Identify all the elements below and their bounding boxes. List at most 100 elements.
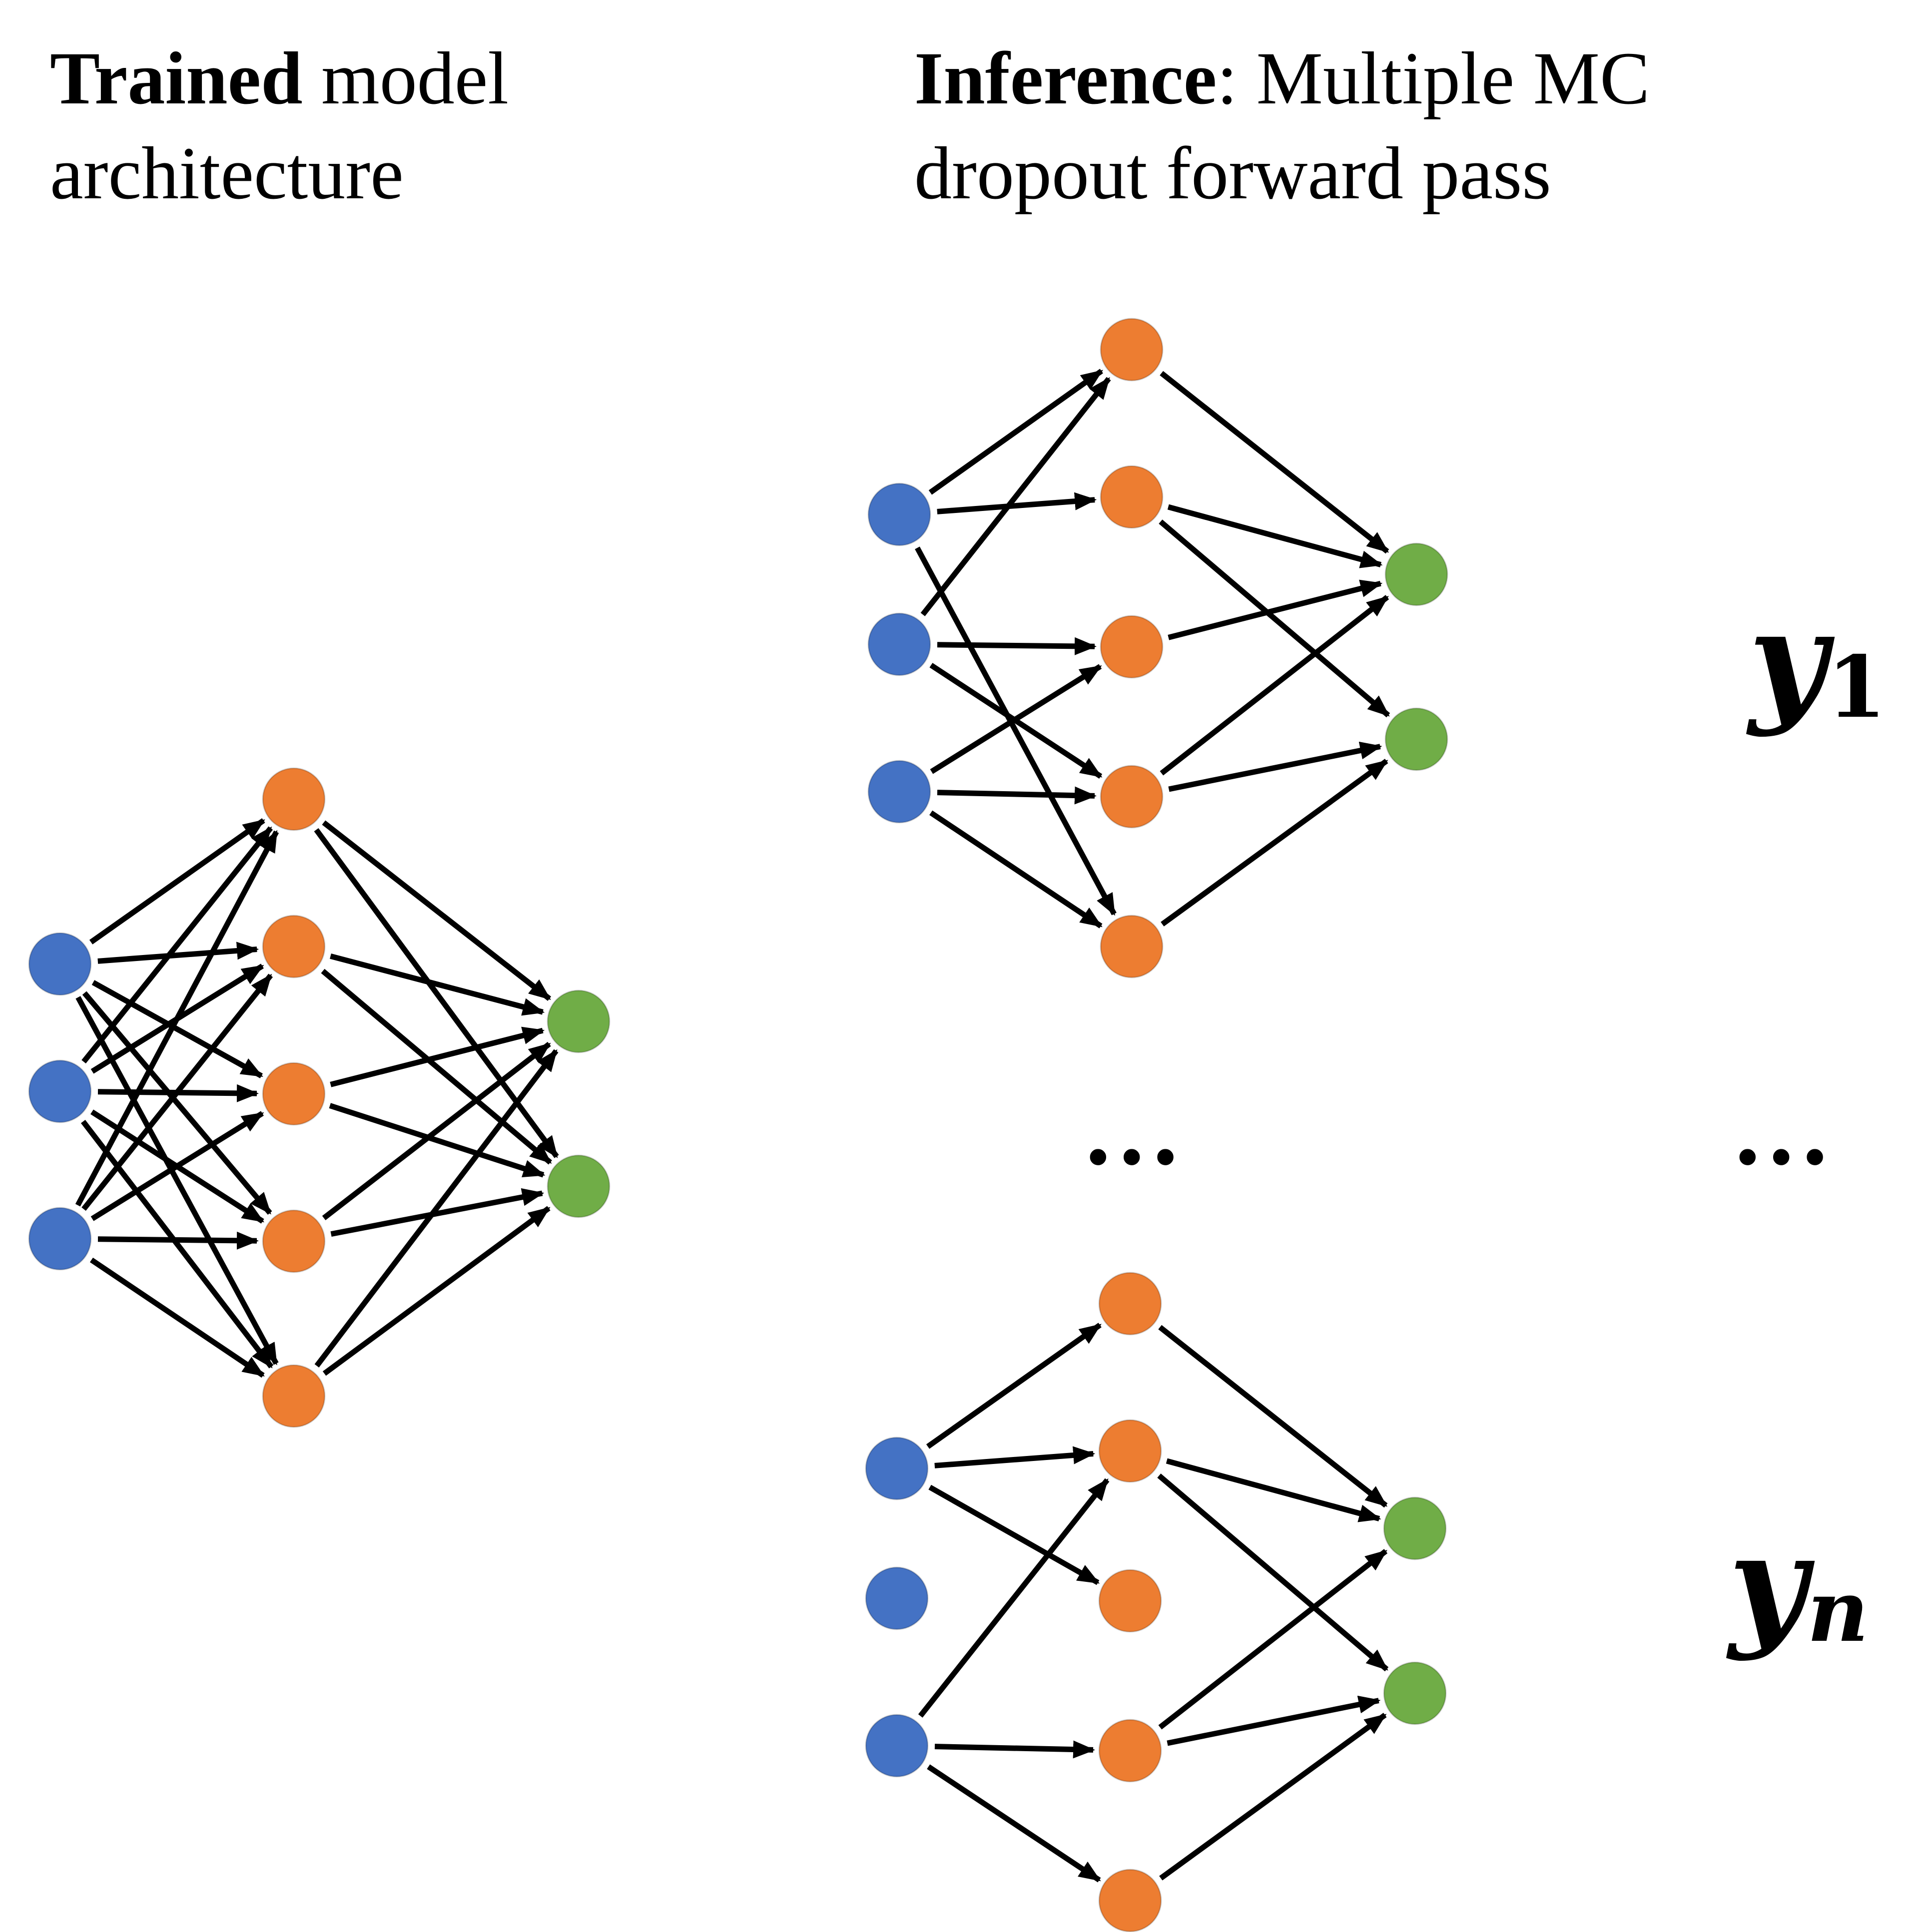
dropout-pass-first-nodes [867,318,1448,978]
trained-edge-input-hidden [75,830,279,1207]
trained-hidden-node [262,767,326,831]
output-yn-var: y [1725,1504,1815,1663]
pass1-edge-hidden-output [1161,759,1388,927]
pass1-edge-hidden-output [1168,579,1383,640]
trained-edge-input-hidden [97,1231,259,1250]
trained-edge-hidden-output [322,820,552,1001]
trained-edge-input-hidden [90,1111,264,1221]
trained-edge-input-hidden [89,1257,265,1378]
pass1-edge-input-hidden [937,637,1097,655]
trained-model-heading-rest: model [302,37,509,120]
inference-heading-line2: dropout forward pass [914,132,1551,215]
trained-hidden-node [262,1062,326,1126]
passn-edge-hidden-output [1158,1325,1388,1508]
passn-hidden-node [1098,1419,1162,1483]
trained-edge-hidden-output [329,1103,546,1178]
trained-model-heading-bold: Trained [50,37,303,120]
trained-edge-input-hidden [81,973,273,1211]
trained-edge-input-hidden [81,826,273,1064]
passn-edge-hidden-output [1159,1713,1387,1881]
pass1-edge-input-hidden [920,377,1111,616]
passn-hidden-node [1098,1719,1162,1783]
pass1-hidden-node [1100,615,1164,679]
passn-input-node [865,1566,929,1630]
passn-edge-hidden-output [1158,1549,1388,1730]
trained-output-node [547,1154,611,1218]
trained-input-node [28,932,92,996]
passn-output-node [1383,1496,1447,1560]
dropout-pass-first [867,318,1448,978]
trained-hidden-node [262,915,326,978]
trained-edge-input-hidden [80,1119,274,1369]
passn-input-node [865,1437,929,1500]
pass1-input-node [867,760,931,824]
pass1-edge-input-hidden [937,492,1097,514]
pass1-input-node [867,612,931,676]
pass1-edge-input-hidden [928,369,1103,495]
pass1-edge-hidden-output [1159,519,1390,718]
pass1-hidden-node [1100,318,1164,382]
trained-edge-hidden-output [322,1206,551,1376]
pass1-edge-input-hidden [937,786,1097,805]
trained-edge-hidden-output [330,1026,545,1087]
passn-input-node [865,1714,929,1778]
output-yn-sub: n [1807,1561,1869,1661]
trained-network-nodes [28,767,611,1428]
pass1-edge-input-hidden [930,664,1102,774]
trained-edge-hidden-output [330,953,545,1016]
output-yn-label: yn [1725,1504,1869,1663]
trained-edge-input-hidden [89,818,265,945]
pass1-edge-hidden-output [1167,504,1383,568]
pass1-edge-hidden-output [1160,371,1389,554]
trained-edge-hidden-output [321,968,552,1165]
dropout-pass-last-nodes [865,1272,1447,1932]
passn-hidden-node [1098,1569,1162,1633]
passn-edge-input-hidden [928,1484,1100,1585]
trained-edge-input-hidden [82,991,272,1215]
dropout-pass-last-edges [918,1323,1389,1883]
pass1-output-node [1384,542,1448,606]
pass1-edge-input-hidden [929,810,1103,929]
dropout-pass-last [865,1272,1447,1932]
passn-edge-hidden-output [1157,1473,1389,1672]
pass1-edge-hidden-output [1160,595,1389,776]
pass1-output-node [1384,707,1448,771]
trained-hidden-node [262,1364,326,1428]
trained-edge-hidden-output [330,1188,545,1237]
trained-edge-input-hidden [97,942,259,964]
pass1-hidden-node [1100,915,1164,978]
middle-ellipsis: … [1082,1075,1182,1186]
passn-edge-input-hidden [934,1446,1096,1468]
trained-model-heading: Trained model architecture [50,31,799,221]
passn-edge-hidden-output [1167,1695,1381,1746]
trained-network [28,767,611,1428]
trained-network-edges [75,818,559,1378]
inference-heading: Inference: Multiple MC dropout forward p… [914,31,1889,221]
passn-hidden-node [1098,1869,1162,1932]
passn-edge-input-hidden [926,1323,1102,1449]
trained-input-node [28,1059,92,1123]
inference-heading-rest: : Multiple MC [1217,37,1650,120]
trained-model-heading-line2: architecture [50,132,404,215]
trained-hidden-node [262,1209,326,1273]
output-y1-var: y [1745,580,1835,739]
trained-edge-hidden-output [322,1041,551,1220]
output-y1-label: y1 [1745,580,1887,739]
trained-edge-input-hidden [91,980,263,1078]
pass1-input-node [867,483,931,546]
trained-output-node [547,989,611,1053]
dropout-pass-first-edges [915,369,1390,929]
pass1-edge-input-hidden [915,546,1117,916]
passn-edge-input-hidden [927,1764,1101,1883]
trained-edge-hidden-output [314,1049,559,1368]
passn-hidden-node [1098,1272,1162,1336]
outputs-ellipsis: … [1731,1075,1831,1186]
passn-edge-hidden-output [1166,1458,1381,1522]
passn-output-node [1383,1661,1447,1725]
passn-edge-input-hidden [934,1740,1095,1759]
pass1-edge-hidden-output [1168,741,1382,792]
passn-edge-input-hidden [918,1478,1110,1718]
pass1-hidden-node [1100,465,1164,529]
trained-input-node [28,1207,92,1271]
